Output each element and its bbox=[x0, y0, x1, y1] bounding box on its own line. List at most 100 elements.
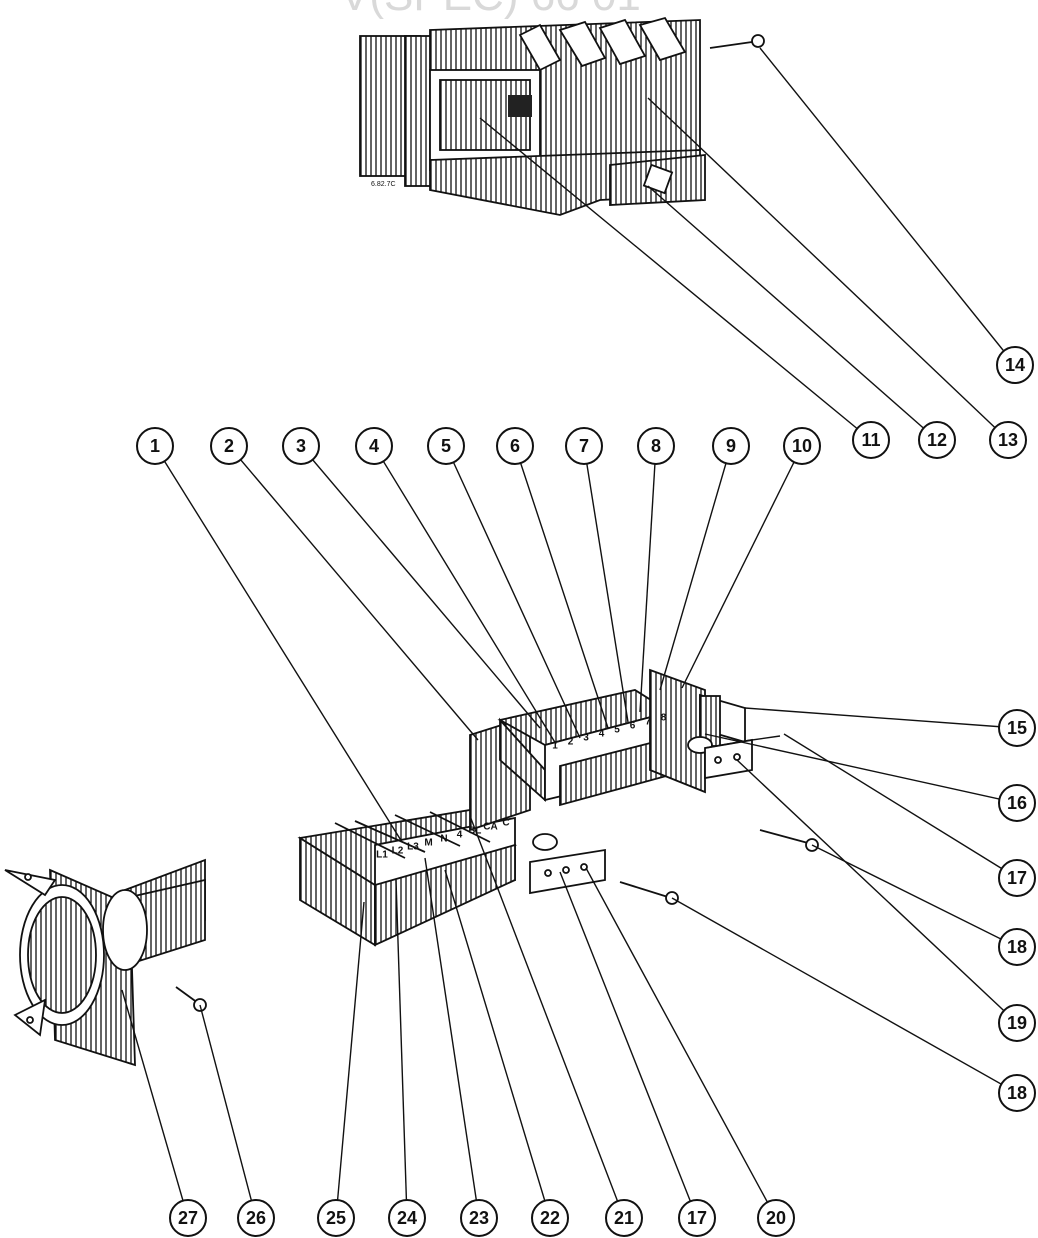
callout-label: 9 bbox=[726, 436, 736, 456]
callout-11: 11 bbox=[852, 421, 890, 459]
callout-circle bbox=[852, 421, 890, 459]
callout-circle bbox=[136, 427, 174, 465]
callout-circle bbox=[605, 1199, 643, 1237]
callout-circle bbox=[996, 346, 1034, 384]
screw-top bbox=[709, 34, 765, 49]
leader-line bbox=[559, 871, 698, 1219]
housing-assembly: 6.82.7C bbox=[359, 16, 706, 216]
leader-line bbox=[659, 445, 732, 691]
callout-circle bbox=[998, 1074, 1036, 1112]
callout-13: 13 bbox=[989, 421, 1027, 459]
leader-line bbox=[199, 1004, 257, 1219]
callout-9: 9 bbox=[712, 427, 750, 465]
callout-label: 21 bbox=[614, 1208, 634, 1228]
terminal-label: 1 bbox=[552, 741, 558, 752]
callout-circle bbox=[210, 427, 248, 465]
callout-circle bbox=[998, 784, 1036, 822]
leader-line bbox=[744, 707, 1018, 729]
callout-1: 1 bbox=[136, 427, 174, 465]
callout-3: 3 bbox=[282, 427, 320, 465]
callout-22: 22 bbox=[531, 1199, 569, 1237]
callout-label: 17 bbox=[1007, 868, 1027, 888]
callout-label: 27 bbox=[178, 1208, 198, 1228]
terminal-label: 4 bbox=[457, 830, 463, 841]
callout-label: 5 bbox=[441, 436, 451, 456]
terminal-label: L2 bbox=[392, 846, 404, 857]
leader-line bbox=[424, 857, 480, 1219]
leader-line bbox=[514, 445, 609, 729]
callout-26: 26 bbox=[237, 1199, 275, 1237]
callout-label: 18 bbox=[1007, 1083, 1027, 1103]
callout-17: 17 bbox=[998, 859, 1036, 897]
leader-line bbox=[335, 901, 365, 1219]
callout-16: 16 bbox=[998, 784, 1036, 822]
callout-circle bbox=[918, 421, 956, 459]
callout-circle bbox=[637, 427, 675, 465]
callout-23: 23 bbox=[460, 1199, 498, 1237]
wire-link bbox=[704, 735, 781, 749]
callout-4: 4 bbox=[355, 427, 393, 465]
callout-label: 8 bbox=[651, 436, 661, 456]
callout-12: 12 bbox=[918, 421, 956, 459]
callout-27: 27 bbox=[169, 1199, 207, 1237]
leader-line bbox=[469, 815, 625, 1219]
mounting-strip-large bbox=[529, 848, 606, 895]
callout-24: 24 bbox=[388, 1199, 426, 1237]
switch-knob-assembly bbox=[4, 858, 206, 1067]
callout-label: 3 bbox=[296, 436, 306, 456]
leader-line bbox=[811, 844, 1018, 948]
leader-line bbox=[736, 759, 1018, 1024]
callout-label: 25 bbox=[326, 1208, 346, 1228]
callout-label: 24 bbox=[397, 1208, 417, 1228]
terminal-label: 8 bbox=[661, 713, 667, 724]
callout-7: 7 bbox=[565, 427, 603, 465]
leader-line bbox=[228, 445, 479, 741]
callout-17: 17 bbox=[678, 1199, 716, 1237]
leader-line bbox=[647, 185, 938, 441]
terminal-label: 5 bbox=[614, 725, 620, 736]
callout-circle bbox=[237, 1199, 275, 1237]
callout-circle bbox=[317, 1199, 355, 1237]
terminal-label: 4 bbox=[599, 729, 605, 740]
callout-circle bbox=[989, 421, 1027, 459]
callout-label: 2 bbox=[224, 436, 234, 456]
callout-circle bbox=[565, 427, 603, 465]
callout-label: 14 bbox=[1005, 355, 1025, 375]
leader-line bbox=[121, 989, 189, 1219]
terminal-label: M bbox=[424, 838, 432, 849]
callout-label: 20 bbox=[766, 1208, 786, 1228]
callout-circle bbox=[678, 1199, 716, 1237]
callout-circle bbox=[496, 427, 534, 465]
callout-15: 15 bbox=[998, 709, 1036, 747]
callout-19: 19 bbox=[998, 1004, 1036, 1042]
leader-line bbox=[639, 445, 657, 713]
callout-circle bbox=[998, 859, 1036, 897]
callout-circle bbox=[460, 1199, 498, 1237]
callout-label: 4 bbox=[369, 436, 379, 456]
terminal-label: CA bbox=[483, 822, 497, 833]
terminal-label: 3 bbox=[583, 733, 589, 744]
callout-2: 2 bbox=[210, 427, 248, 465]
callout-label: 15 bbox=[1007, 718, 1027, 738]
leader-lines bbox=[121, 47, 1018, 1219]
callout-circle bbox=[531, 1199, 569, 1237]
leader-line bbox=[671, 897, 1018, 1094]
callout-circle bbox=[388, 1199, 426, 1237]
callout-label: 26 bbox=[246, 1208, 266, 1228]
callout-circle bbox=[169, 1199, 207, 1237]
leader-line bbox=[585, 867, 777, 1219]
callout-25: 25 bbox=[317, 1199, 355, 1237]
callout-circle bbox=[757, 1199, 795, 1237]
leader-line bbox=[759, 47, 1016, 366]
terminal-label: L3 bbox=[407, 842, 419, 853]
leader-line bbox=[479, 117, 872, 441]
callout-label: 13 bbox=[998, 430, 1018, 450]
leader-line bbox=[395, 879, 408, 1219]
callout-label: 11 bbox=[861, 430, 880, 450]
callout-label: 17 bbox=[687, 1208, 707, 1228]
clipped-header-text: V(SPEC) 66 01 bbox=[340, 0, 641, 20]
terminal-label: L1 bbox=[376, 850, 388, 861]
callout-20: 20 bbox=[757, 1199, 795, 1237]
